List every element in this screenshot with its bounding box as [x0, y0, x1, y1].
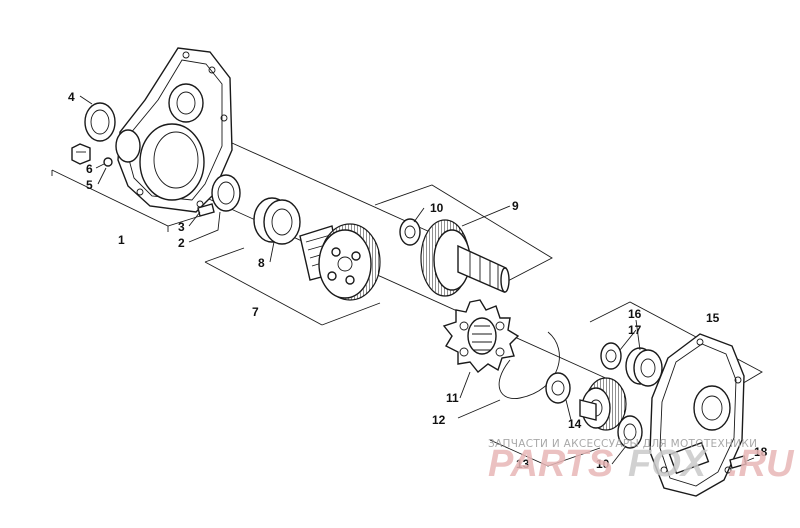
callout-9: 9	[512, 199, 519, 213]
callout-13: 13	[516, 457, 530, 471]
watermark-brand-left: PARTS	[488, 443, 613, 485]
watermark-caption: ЗАПЧАСТИ И АКСЕССУАРЫ ДЛЯ МОТОТЕХНИКИ	[488, 438, 757, 450]
washer-10-upper	[399, 218, 421, 246]
sprocket-11	[442, 299, 520, 373]
callout-7: 7	[252, 305, 259, 319]
callout-2: 2	[178, 236, 185, 250]
drive-gear-9	[420, 219, 510, 297]
callout-5: 5	[86, 178, 93, 192]
callout-18: 18	[754, 445, 768, 459]
callout-12: 12	[432, 413, 446, 427]
watermark: ЗАПЧАСТИ И АКСЕССУАРЫ ДЛЯ МОТОТЕХНИКИ PA…	[488, 438, 795, 485]
callout-11: 11	[446, 391, 459, 405]
drain-plug-6	[71, 143, 91, 165]
bearing-8	[253, 197, 301, 245]
callout-14: 14	[568, 417, 582, 431]
bracket-group-7	[204, 247, 381, 326]
axis-line	[231, 142, 431, 233]
callout-6: 6	[86, 162, 93, 176]
callout-1: 1	[118, 233, 125, 247]
washer-5	[103, 157, 113, 167]
bracket-group-9	[374, 184, 553, 286]
bolt-18	[729, 455, 747, 469]
callout-10-upper: 10	[430, 201, 444, 215]
bearing-14	[545, 372, 571, 404]
bracket-group-13	[489, 439, 601, 467]
snap-ring-12	[498, 331, 560, 400]
gear-case-cover-15	[649, 333, 745, 497]
bracket-group-1	[51, 169, 201, 232]
callout-3: 3	[178, 220, 185, 234]
callout-16: 16	[628, 307, 642, 321]
seal-3	[211, 174, 241, 212]
callout-15: 15	[706, 311, 720, 325]
callout-numbers: 4 6 5 3 2 1 8 7 10 9 11 12 16 17 15 14 1…	[68, 90, 768, 471]
leader-lines	[79, 95, 755, 465]
watermark-brand-mid: FOX	[628, 443, 709, 485]
transmission-housing	[115, 47, 233, 213]
callout-8: 8	[258, 256, 265, 270]
bearing-10-lower	[617, 415, 643, 449]
output-shaft-7	[299, 223, 381, 301]
callout-17: 17	[628, 323, 642, 337]
watermark-brand-right: .RU	[728, 443, 795, 485]
oil-seal-4	[84, 102, 116, 142]
idler-gear-13	[579, 377, 627, 431]
bearing-16	[625, 347, 663, 387]
callout-10-lower: 10	[596, 457, 610, 471]
washer-17	[600, 342, 622, 370]
callout-4: 4	[68, 90, 75, 104]
